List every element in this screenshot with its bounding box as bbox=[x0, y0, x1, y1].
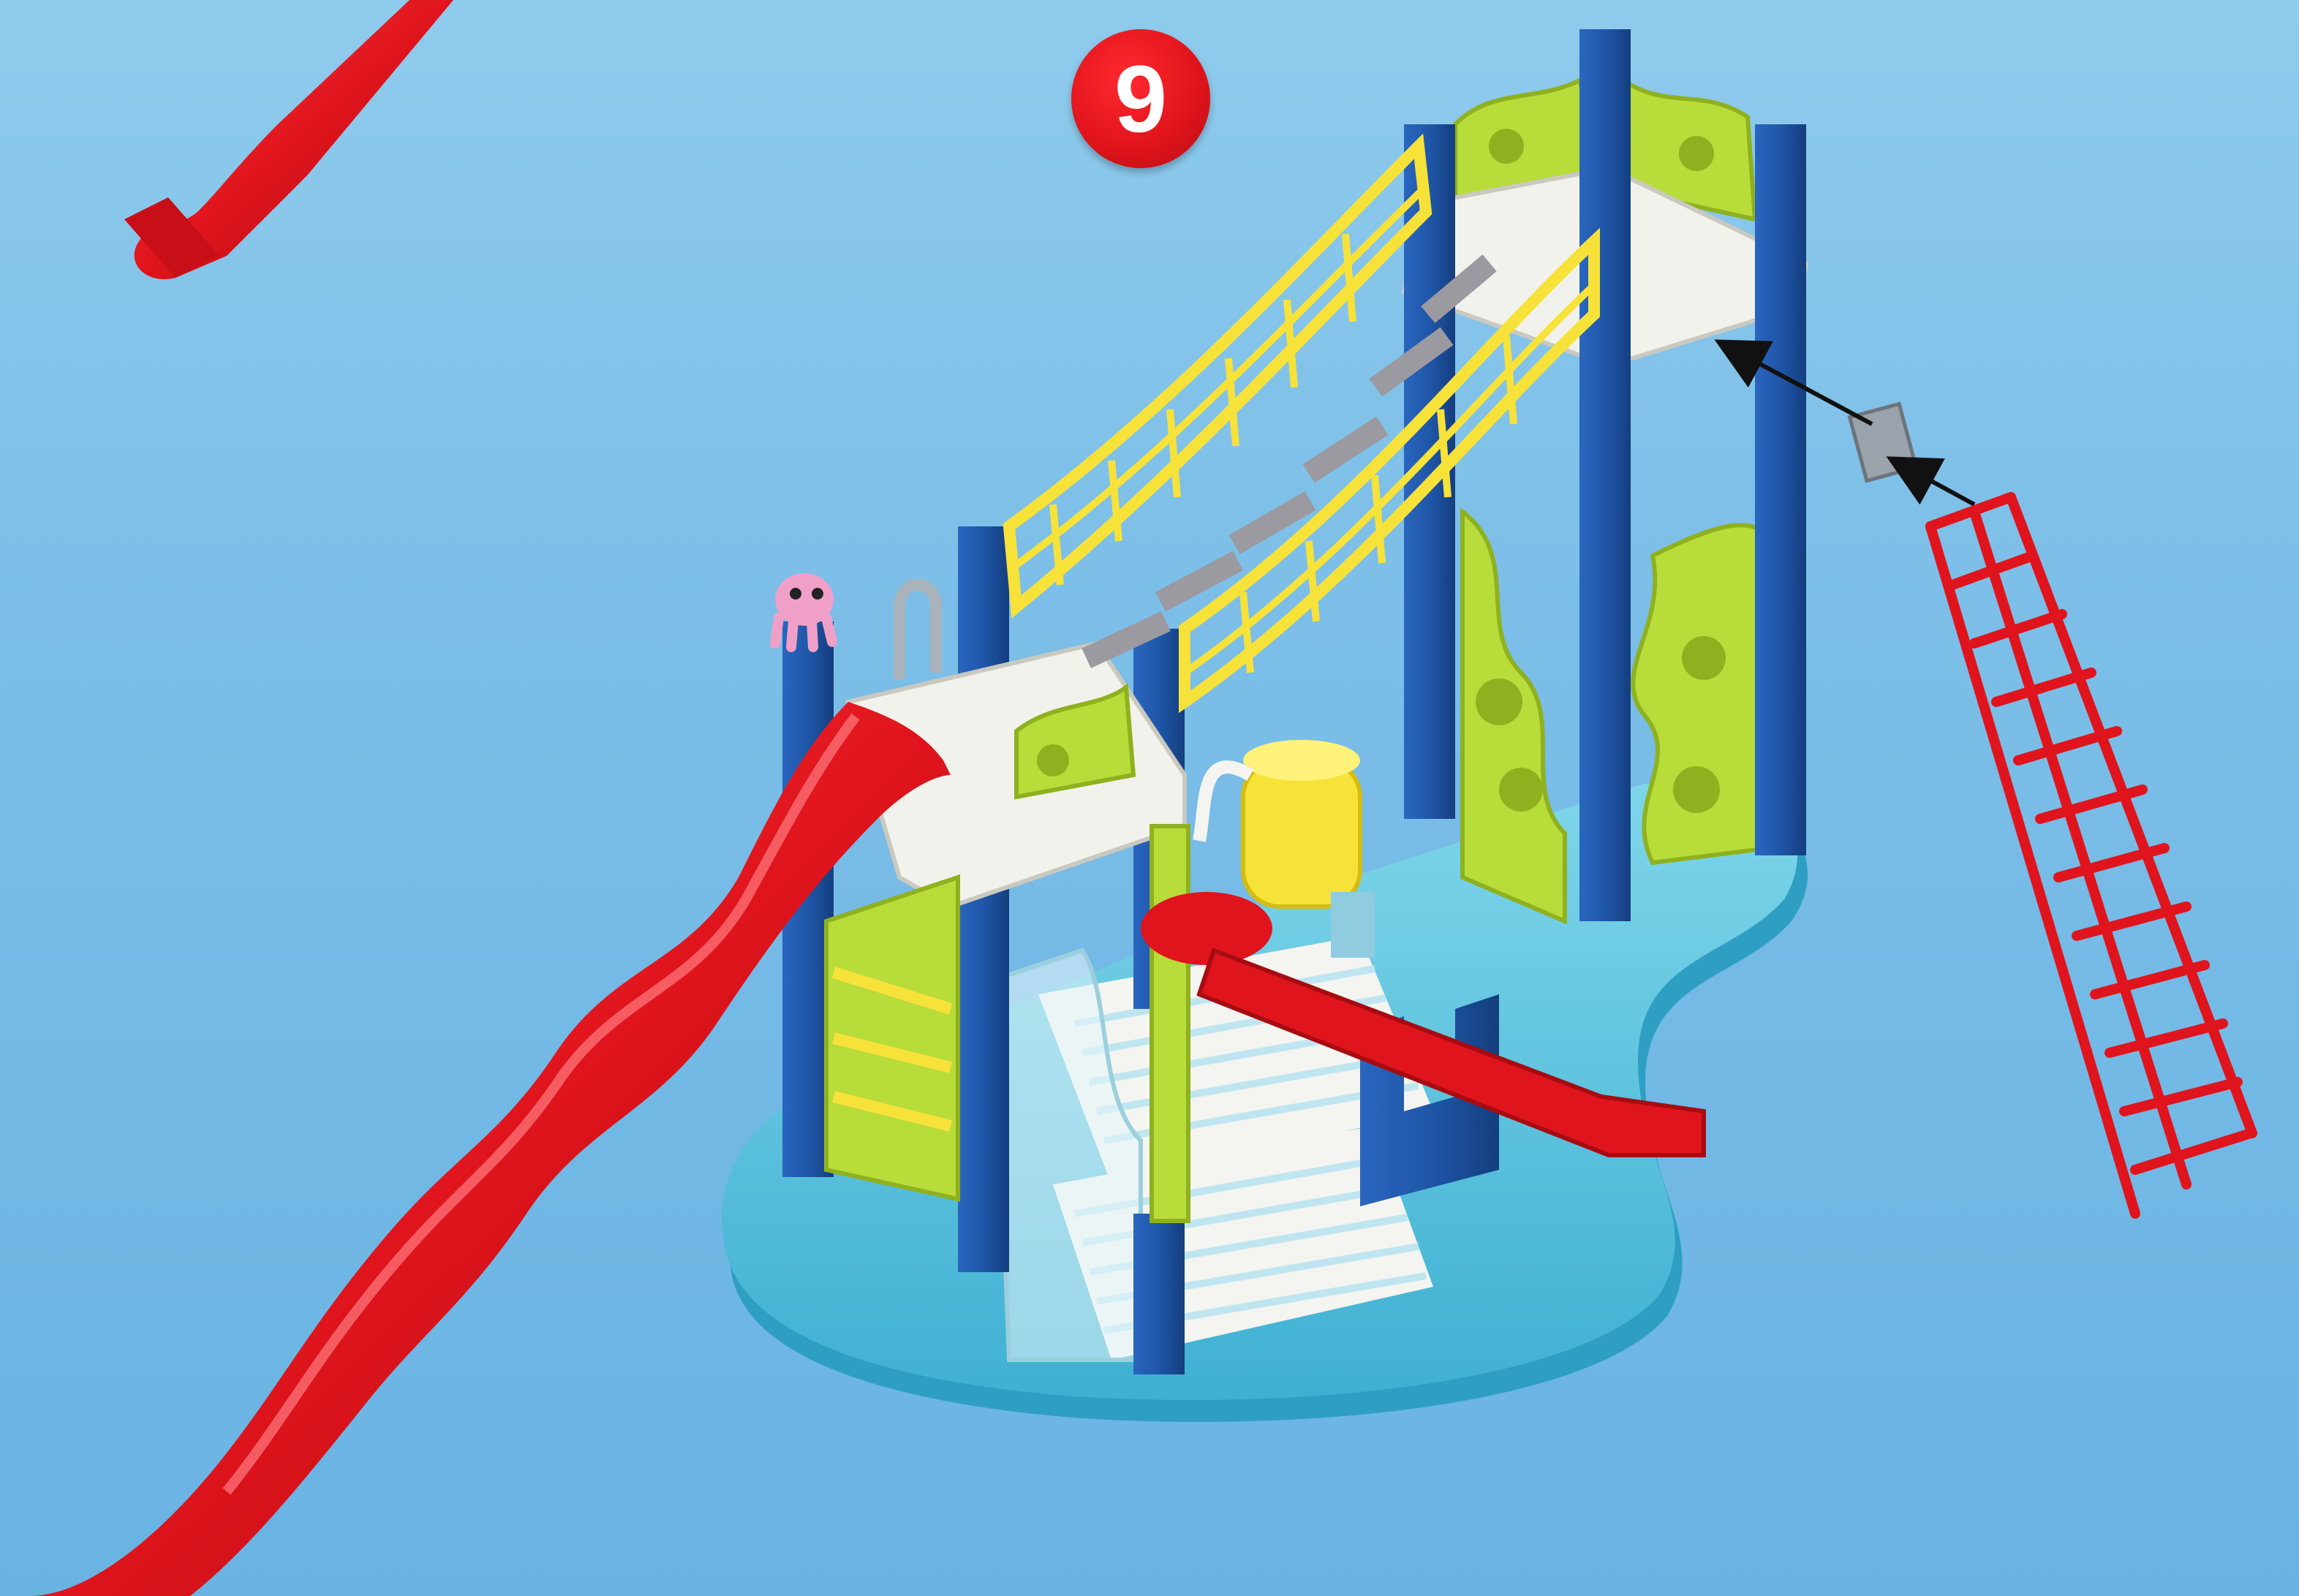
ladder-handrail bbox=[899, 585, 936, 680]
top-slide-part bbox=[124, 0, 453, 279]
assembly-arrow bbox=[1894, 461, 1974, 504]
net-ladder bbox=[1930, 497, 2252, 1214]
